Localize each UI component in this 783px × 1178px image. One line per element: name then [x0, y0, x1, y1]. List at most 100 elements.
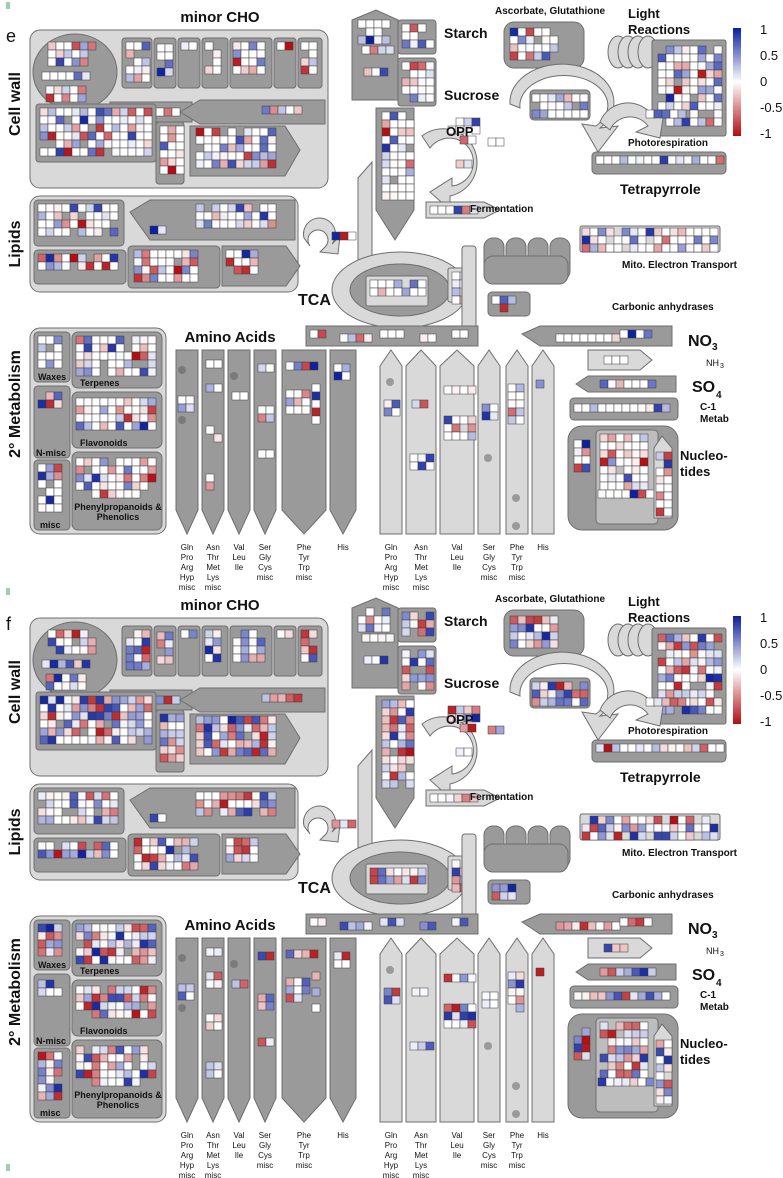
heatmap-cell	[107, 1077, 117, 1087]
heatmap-cell	[563, 681, 573, 691]
heatmap-cell	[139, 931, 149, 941]
heatmap-cell	[701, 243, 711, 253]
heatmap-cell	[525, 623, 535, 633]
heatmap-cell	[69, 673, 79, 683]
heatmap-cell	[79, 49, 89, 59]
heatmap-grid	[37, 391, 63, 409]
heatmap-cell	[203, 127, 213, 137]
heatmap-cell	[79, 57, 89, 67]
heatmap-grid	[205, 971, 223, 989]
heatmap-cell	[65, 71, 75, 81]
amino-label: Ser	[259, 543, 272, 552]
heatmap-cell	[571, 333, 581, 343]
heatmap-cell	[87, 637, 97, 647]
heatmap-cell	[139, 947, 149, 957]
heatmap-cell	[285, 977, 295, 987]
heatmap-cell	[515, 979, 525, 989]
heatmap-grid	[257, 951, 275, 961]
heatmap-cell	[339, 819, 349, 829]
heatmap-grid	[491, 295, 517, 313]
heatmap-cell	[147, 1009, 157, 1019]
heatmap-cell	[627, 329, 637, 339]
heatmap-cell	[409, 1041, 419, 1051]
label-amino-acids: Amino Acids	[184, 329, 275, 346]
heatmap-cell	[123, 1045, 133, 1055]
heatmap-grid	[195, 715, 277, 757]
heatmap-cell	[71, 57, 81, 67]
heatmap-cell	[637, 823, 647, 833]
heatmap-cell	[180, 41, 190, 51]
heatmap-cell	[699, 743, 709, 753]
label-no3-sub: 3	[712, 342, 718, 353]
heatmap-cell	[71, 123, 81, 133]
heatmap-cell	[99, 1001, 109, 1011]
heatmap-cell	[115, 1077, 125, 1087]
heatmap-cell	[659, 743, 669, 753]
heatmap-grid	[487, 725, 505, 735]
heatmap-cell	[451, 875, 461, 885]
heatmap-cell	[653, 823, 663, 833]
heatmap-cell	[123, 1077, 133, 1087]
heatmap-cell	[705, 649, 715, 659]
heatmap-cell	[579, 93, 589, 103]
heatmap-cell	[555, 109, 565, 119]
heatmap-cell	[101, 849, 111, 859]
amino-label: Met	[206, 563, 220, 572]
heatmap-cell	[539, 109, 549, 119]
heatmap-cell	[395, 917, 405, 927]
heatmap-cell	[251, 723, 261, 733]
heatmap-cell	[165, 845, 175, 855]
heatmap-cell	[103, 735, 113, 745]
heatmap-cell	[655, 1079, 665, 1089]
heatmap-cell	[39, 131, 49, 141]
heatmap-cell	[165, 249, 175, 259]
heatmap-cell	[213, 359, 223, 369]
heatmap-cell	[381, 167, 391, 177]
heatmap-cell	[131, 931, 141, 941]
heatmap-cell	[232, 637, 242, 647]
heatmap-cell	[308, 57, 318, 67]
heatmap-cell	[189, 273, 199, 283]
heatmap-cell	[673, 665, 683, 675]
heatmap-cell	[397, 135, 407, 145]
heatmap-cell	[409, 279, 419, 289]
heatmap-cell	[109, 203, 119, 213]
heatmap-cell	[509, 639, 519, 649]
heatmap-cell	[663, 451, 673, 461]
heatmap-cell	[61, 261, 71, 271]
heatmap-cell	[451, 917, 461, 927]
heatmap-cell	[689, 705, 699, 715]
heatmap-cell	[147, 1069, 157, 1079]
heatmap-cell	[195, 151, 205, 161]
colorbar-tick-label: 0	[760, 662, 767, 677]
heatmap-cell	[185, 403, 195, 413]
label-c1: C-1	[700, 402, 717, 413]
label-minor-cho: minor CHO	[180, 9, 260, 26]
amino-label: Leu	[232, 553, 245, 562]
heatmap-cell	[401, 619, 411, 629]
heatmap-cell	[45, 1059, 55, 1069]
heatmap-grid	[75, 397, 157, 431]
heatmap-cell	[517, 615, 527, 625]
heatmap-cell	[203, 211, 213, 221]
heatmap-cell	[507, 971, 517, 981]
heatmap-cell	[101, 799, 111, 809]
heatmap-cell	[83, 359, 93, 369]
heatmap-cell	[77, 93, 87, 103]
heatmap-cell	[389, 127, 399, 137]
label-waxes: Waxes	[38, 372, 66, 382]
heatmap-cell	[119, 107, 129, 117]
heatmap-cell	[677, 831, 687, 841]
heatmap-grid	[195, 127, 277, 169]
heatmap-cell	[69, 791, 79, 801]
heatmap-cell	[55, 123, 65, 133]
heatmap-cell	[115, 931, 125, 941]
heatmap-grid	[619, 917, 653, 927]
heatmap-cell	[93, 253, 103, 263]
heatmap-cell	[47, 123, 57, 133]
heatmap-cell	[115, 1009, 125, 1019]
heatmap-cell	[381, 19, 391, 29]
heatmap-grid	[379, 329, 405, 339]
heatmap-cell	[401, 875, 411, 885]
heatmap-cell	[219, 159, 229, 169]
